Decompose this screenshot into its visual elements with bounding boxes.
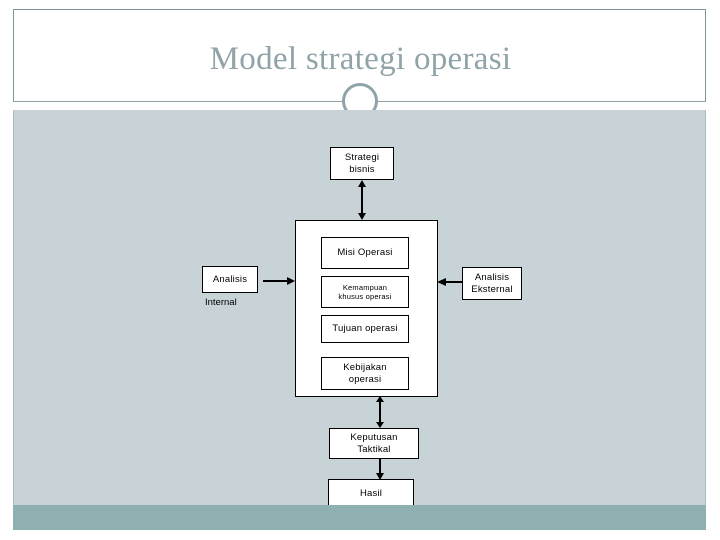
node-line-1: Kebijakan [343, 361, 387, 373]
node-keputusan-taktikal[interactable]: Keputusan Taktikal [329, 428, 419, 459]
node-analisis-internal[interactable]: Analisis [202, 266, 258, 293]
node-line-2: Eksternal [471, 283, 513, 295]
node-line-2: Taktikal [357, 443, 391, 455]
connector-operations-to-keputusan [373, 396, 387, 428]
node-line-1: Analisis [212, 273, 248, 285]
node-label-stack: Keputusan Taktikal [350, 432, 397, 456]
node-kemampuan-khusus-operasi[interactable]: Kemampuan khusus operasi [321, 276, 409, 308]
node-tujuan-operasi[interactable]: Tujuan operasi [321, 315, 409, 343]
node-line-1: Tujuan operasi [332, 323, 398, 335]
node-strategi-bisnis[interactable]: Strategi bisnis [330, 147, 394, 180]
node-line-1: Strategi [344, 151, 380, 163]
node-line-1: Hasil [359, 488, 383, 500]
node-label-stack: Analisis Eksternal [471, 272, 512, 296]
node-line-1: Analisis [474, 271, 510, 283]
connector-keputusan-to-hasil [373, 459, 387, 480]
node-line-2: operasi [348, 373, 382, 385]
node-misi-operasi[interactable]: Misi Operasi [321, 237, 409, 269]
node-line-2: bisnis [349, 163, 375, 175]
connector-strategi-to-operations [355, 180, 369, 220]
node-line-1: Kemampuan [342, 282, 388, 292]
slide-body: Strategi bisnis Misi Operasi Kemampuan k… [13, 110, 706, 509]
page-title: Model strategi operasi [209, 41, 512, 77]
node-label-stack: Kemampuan khusus operasi [338, 283, 391, 302]
node-analisis-eksternal[interactable]: Analisis Eksternal [462, 267, 522, 300]
label-internal: Internal [205, 297, 237, 308]
node-hasil[interactable]: Hasil [328, 479, 414, 509]
slide-canvas: Model strategi operasi Strategi bisnis M… [13, 9, 706, 530]
node-line-1: Misi Operasi [337, 247, 393, 259]
connector-internal-to-operations [263, 275, 295, 287]
node-kebijakan-operasi[interactable]: Kebijakan operasi [321, 357, 409, 390]
slide-footer-bar [13, 505, 706, 530]
node-line-1: Keputusan [350, 431, 398, 443]
connector-eksternal-to-operations [437, 276, 463, 288]
node-label-stack: Strategi bisnis [345, 152, 379, 176]
node-label-stack: Kebijakan operasi [343, 362, 387, 386]
node-line-2: khusus operasi [338, 292, 392, 301]
